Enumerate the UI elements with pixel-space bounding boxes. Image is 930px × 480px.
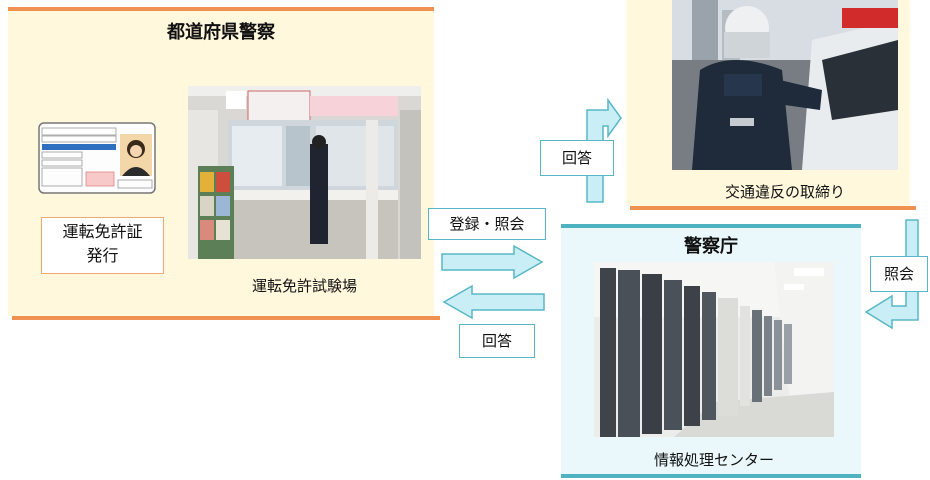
traffic-bottom-bar: [630, 206, 916, 210]
license-card-icon: [38, 122, 156, 194]
answer-label-top: 回答: [540, 140, 614, 176]
query-label-right: 照会: [870, 256, 928, 292]
license-issue-label: 運転免許証 発行: [41, 217, 164, 274]
license-label-line2: 発行: [86, 246, 119, 265]
register-query-label: 登録・照会: [428, 208, 546, 240]
npa-center-caption: 情報処理センター: [653, 451, 774, 469]
server-room-photo: [594, 262, 834, 437]
register-query-arrow: [440, 244, 544, 280]
test-center-photo: [188, 86, 421, 259]
npa-bottom-bar: [561, 474, 861, 478]
npa-top-bar: [561, 224, 861, 228]
prefecture-top-bar: [8, 7, 434, 11]
npa-title: 警察庁: [684, 236, 738, 257]
traffic-enforcement-photo: [672, 0, 898, 170]
answer-arrow-left: [442, 284, 546, 320]
prefecture-bottom-bar: [12, 316, 440, 320]
answer-label-bottom: 回答: [459, 324, 535, 358]
prefecture-title: 都道府県警察: [167, 22, 275, 43]
traffic-caption: 交通違反の取締り: [724, 183, 845, 201]
test-center-caption: 運転免許試験場: [251, 277, 357, 295]
license-label-line1: 運転免許証: [62, 222, 143, 241]
